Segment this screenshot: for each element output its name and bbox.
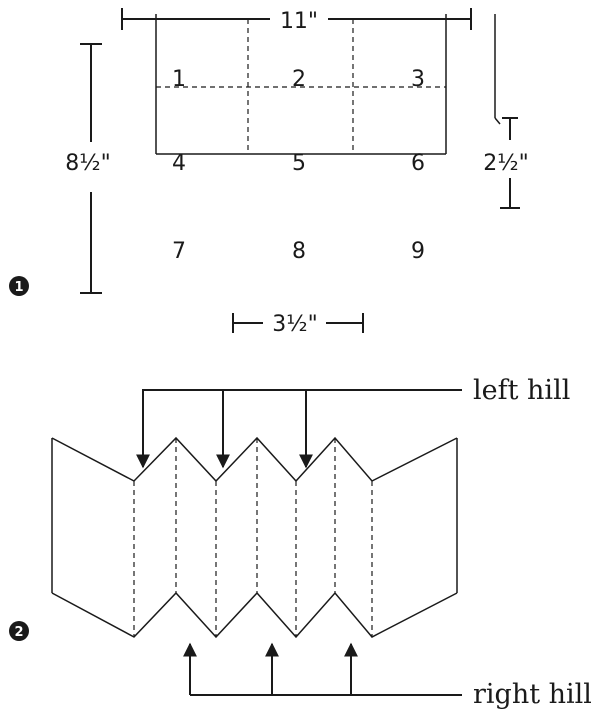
height-dimension: 8½" xyxy=(65,43,111,294)
width-dimension: 11" xyxy=(121,8,472,34)
accordion-bottom-edge xyxy=(51,591,458,639)
width-label: 11" xyxy=(280,9,318,34)
panel-number: 3 xyxy=(411,67,425,92)
panel-width-dimension: 3½" xyxy=(232,312,364,337)
right-hill-callout: right hill xyxy=(183,642,591,710)
panel-numbers: 1 2 3 4 5 6 7 8 9 xyxy=(172,67,425,264)
cut-length-label: 2½" xyxy=(483,151,528,176)
panel-width-label: 3½" xyxy=(272,312,317,337)
panel-number: 8 xyxy=(292,239,306,264)
figure-2-accordion-fold: left hill right hill 2 xyxy=(9,375,591,710)
left-hill-callout: left hill xyxy=(136,375,570,469)
panel-number: 7 xyxy=(172,239,186,264)
svg-text:1: 1 xyxy=(14,280,23,295)
accordion-fold-lines xyxy=(133,438,373,637)
fold-lines xyxy=(156,19,446,154)
svg-text:2: 2 xyxy=(14,625,23,640)
figure-1-sheet-layout: 11" 8½" 2½" xyxy=(9,8,529,337)
accordion-top-edge xyxy=(51,436,458,483)
step-2-badge: 2 xyxy=(9,621,29,641)
panel-number: 6 xyxy=(411,151,425,176)
cut-length-dimension: 2½" xyxy=(483,117,529,209)
panel-number: 4 xyxy=(172,151,186,176)
right-hill-label: right hill xyxy=(473,679,591,710)
panel-number: 5 xyxy=(292,151,306,176)
panel-number: 9 xyxy=(411,239,425,264)
sheet-outline xyxy=(155,14,501,155)
step-1-badge: 1 xyxy=(9,276,29,296)
height-label: 8½" xyxy=(65,151,110,176)
panel-number: 1 xyxy=(172,67,186,92)
left-hill-label: left hill xyxy=(473,375,570,406)
panel-number: 2 xyxy=(292,67,306,92)
